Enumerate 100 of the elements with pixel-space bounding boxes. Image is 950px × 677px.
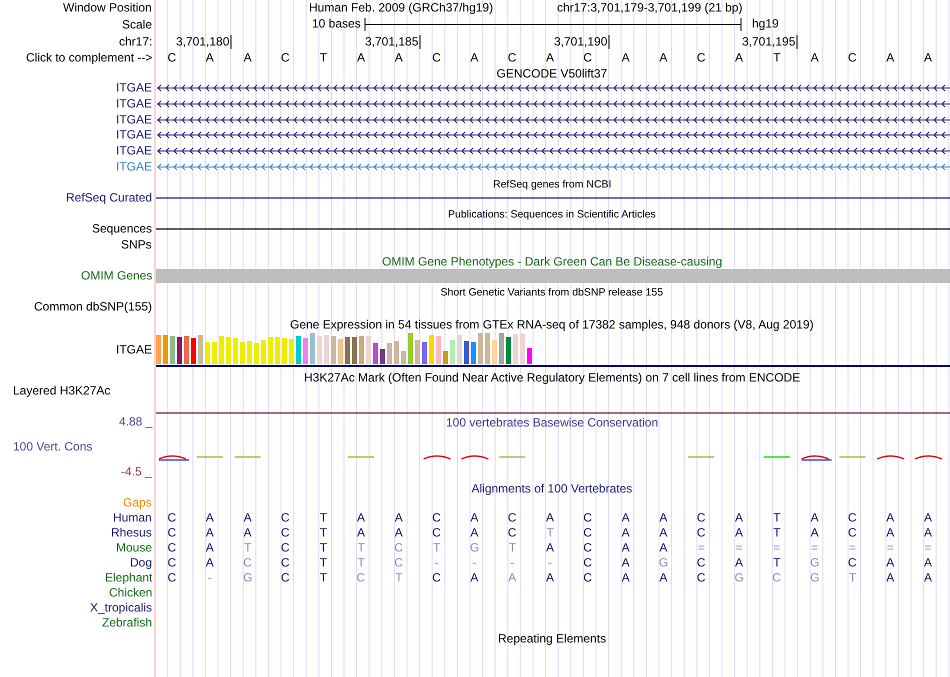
base-letter: A: [470, 52, 478, 64]
aligned-base: T: [320, 512, 328, 524]
base-letter: C: [432, 52, 441, 64]
aligned-base: A: [546, 512, 554, 524]
aligned-base: A: [924, 556, 932, 570]
aligned-base: A: [206, 556, 214, 570]
base-letter: C: [280, 52, 290, 64]
aligned-base: C: [583, 572, 592, 584]
base-letter: C: [168, 52, 176, 64]
aligned-base: C: [583, 542, 592, 554]
base-letter: A: [546, 52, 554, 64]
aligned-base: A: [659, 572, 668, 584]
gene-name: ITGAE: [116, 114, 152, 126]
aligned-base: A: [508, 572, 516, 584]
aligned-base: C: [280, 542, 290, 554]
aligned-base: C: [356, 572, 366, 584]
assembly-label: hg19: [752, 18, 779, 30]
base-letter: C: [696, 52, 706, 64]
gene-name: ITGAE: [116, 98, 152, 110]
position-number: 3,701,185: [365, 36, 418, 48]
aligned-base: T: [358, 556, 365, 570]
aligned-base: A: [810, 512, 819, 524]
track-label: Click to complement -->: [26, 52, 152, 64]
aligned-base: A: [244, 512, 252, 524]
track-title: OMIM Gene Phenotypes - Dark Green Can Be Disease-causing: [382, 256, 722, 268]
aligned-base: A: [470, 512, 478, 524]
aligned-base: A: [924, 512, 932, 524]
aligned-base: T: [358, 542, 365, 554]
aligned-base: A: [735, 526, 744, 540]
aligned-base: T: [546, 526, 554, 540]
track-label: Scale: [122, 18, 152, 32]
aligned-base: A: [470, 526, 478, 540]
position-number: 3,701,190: [554, 36, 608, 48]
track-title: Short Genetic Variants from dbSNP release 155: [440, 286, 664, 300]
aligned-base: C: [508, 526, 516, 540]
aligned-base: T: [395, 572, 403, 584]
aligned-base: =: [886, 542, 894, 554]
aligned-base: C: [394, 556, 403, 570]
track-label: Layered H3K27Ac: [13, 384, 110, 398]
track-label: 100 Vert. Cons: [13, 440, 92, 454]
base-letter: A: [394, 52, 403, 64]
aligned-base: C: [168, 572, 176, 584]
track-title: Repeating Elements: [498, 632, 606, 646]
aligned-base: C: [168, 512, 176, 524]
track-title: GENCODE V50lift37: [496, 68, 608, 80]
aligned-base: A: [886, 526, 894, 540]
aligned-base: C: [696, 572, 706, 584]
aligned-base: C: [168, 542, 176, 554]
track-title: Gene Expression in 54 tissues from GTEx RNA-seq of 17382 samples, 948 donors (V8, Aug 2019): [290, 318, 814, 332]
base-letter: A: [244, 52, 252, 64]
aligned-base: A: [886, 556, 894, 570]
base-letter: T: [773, 52, 781, 64]
aligned-base: =: [773, 542, 780, 554]
track-label: SNPs: [121, 238, 152, 252]
track-title: 100 vertebrates Basewise Conservation: [446, 416, 658, 430]
base-letter: A: [924, 52, 932, 64]
aligned-base: A: [394, 512, 403, 524]
species-name: Chicken: [109, 586, 152, 600]
track-label: Window Position: [63, 2, 152, 14]
aligned-base: A: [206, 526, 214, 540]
aligned-base: C: [583, 556, 592, 570]
aligned-base: A: [394, 526, 403, 540]
aligned-base: T: [244, 542, 252, 554]
aligned-base: T: [773, 556, 781, 570]
aligned-base: T: [773, 512, 781, 524]
base-letter: A: [810, 52, 819, 64]
aligned-base: T: [773, 526, 781, 540]
aligned-base: A: [357, 512, 366, 524]
track-title: Alignments of 100 Vertebrates: [472, 482, 632, 496]
aligned-base: -: [472, 556, 476, 570]
aligned-base: A: [244, 526, 252, 540]
base-letter: A: [735, 52, 744, 64]
aligned-base: G: [243, 572, 252, 584]
aligned-base: A: [886, 512, 894, 524]
base-letter: C: [583, 52, 592, 64]
aligned-base: C: [848, 512, 857, 524]
aligned-base: C: [772, 572, 781, 584]
aligned-base: C: [583, 526, 592, 540]
aligned-base: C: [168, 526, 176, 540]
aligned-base: A: [622, 572, 630, 584]
aligned-base: =: [811, 542, 818, 554]
aligned-base: G: [734, 572, 744, 584]
aligned-base: A: [659, 526, 668, 540]
aligned-base: A: [810, 526, 819, 540]
axis-value: -4.5 _: [121, 466, 152, 478]
aligned-base: C: [696, 526, 706, 540]
aligned-base: =: [924, 542, 932, 554]
aligned-base: A: [886, 572, 894, 584]
aligned-base: C: [432, 512, 441, 524]
base-letter: T: [320, 52, 328, 64]
species-name: X_tropicalis: [90, 602, 152, 614]
aligned-base: C: [280, 512, 290, 524]
aligned-base: C: [280, 526, 290, 540]
species-name: Rhesus: [111, 526, 152, 540]
aligned-base: T: [320, 526, 328, 540]
base-letter: A: [357, 52, 366, 64]
base-letter: A: [886, 52, 894, 64]
aligned-base: C: [280, 572, 290, 584]
aligned-base: G: [470, 542, 480, 554]
position-number: 3,701,195: [742, 36, 796, 48]
